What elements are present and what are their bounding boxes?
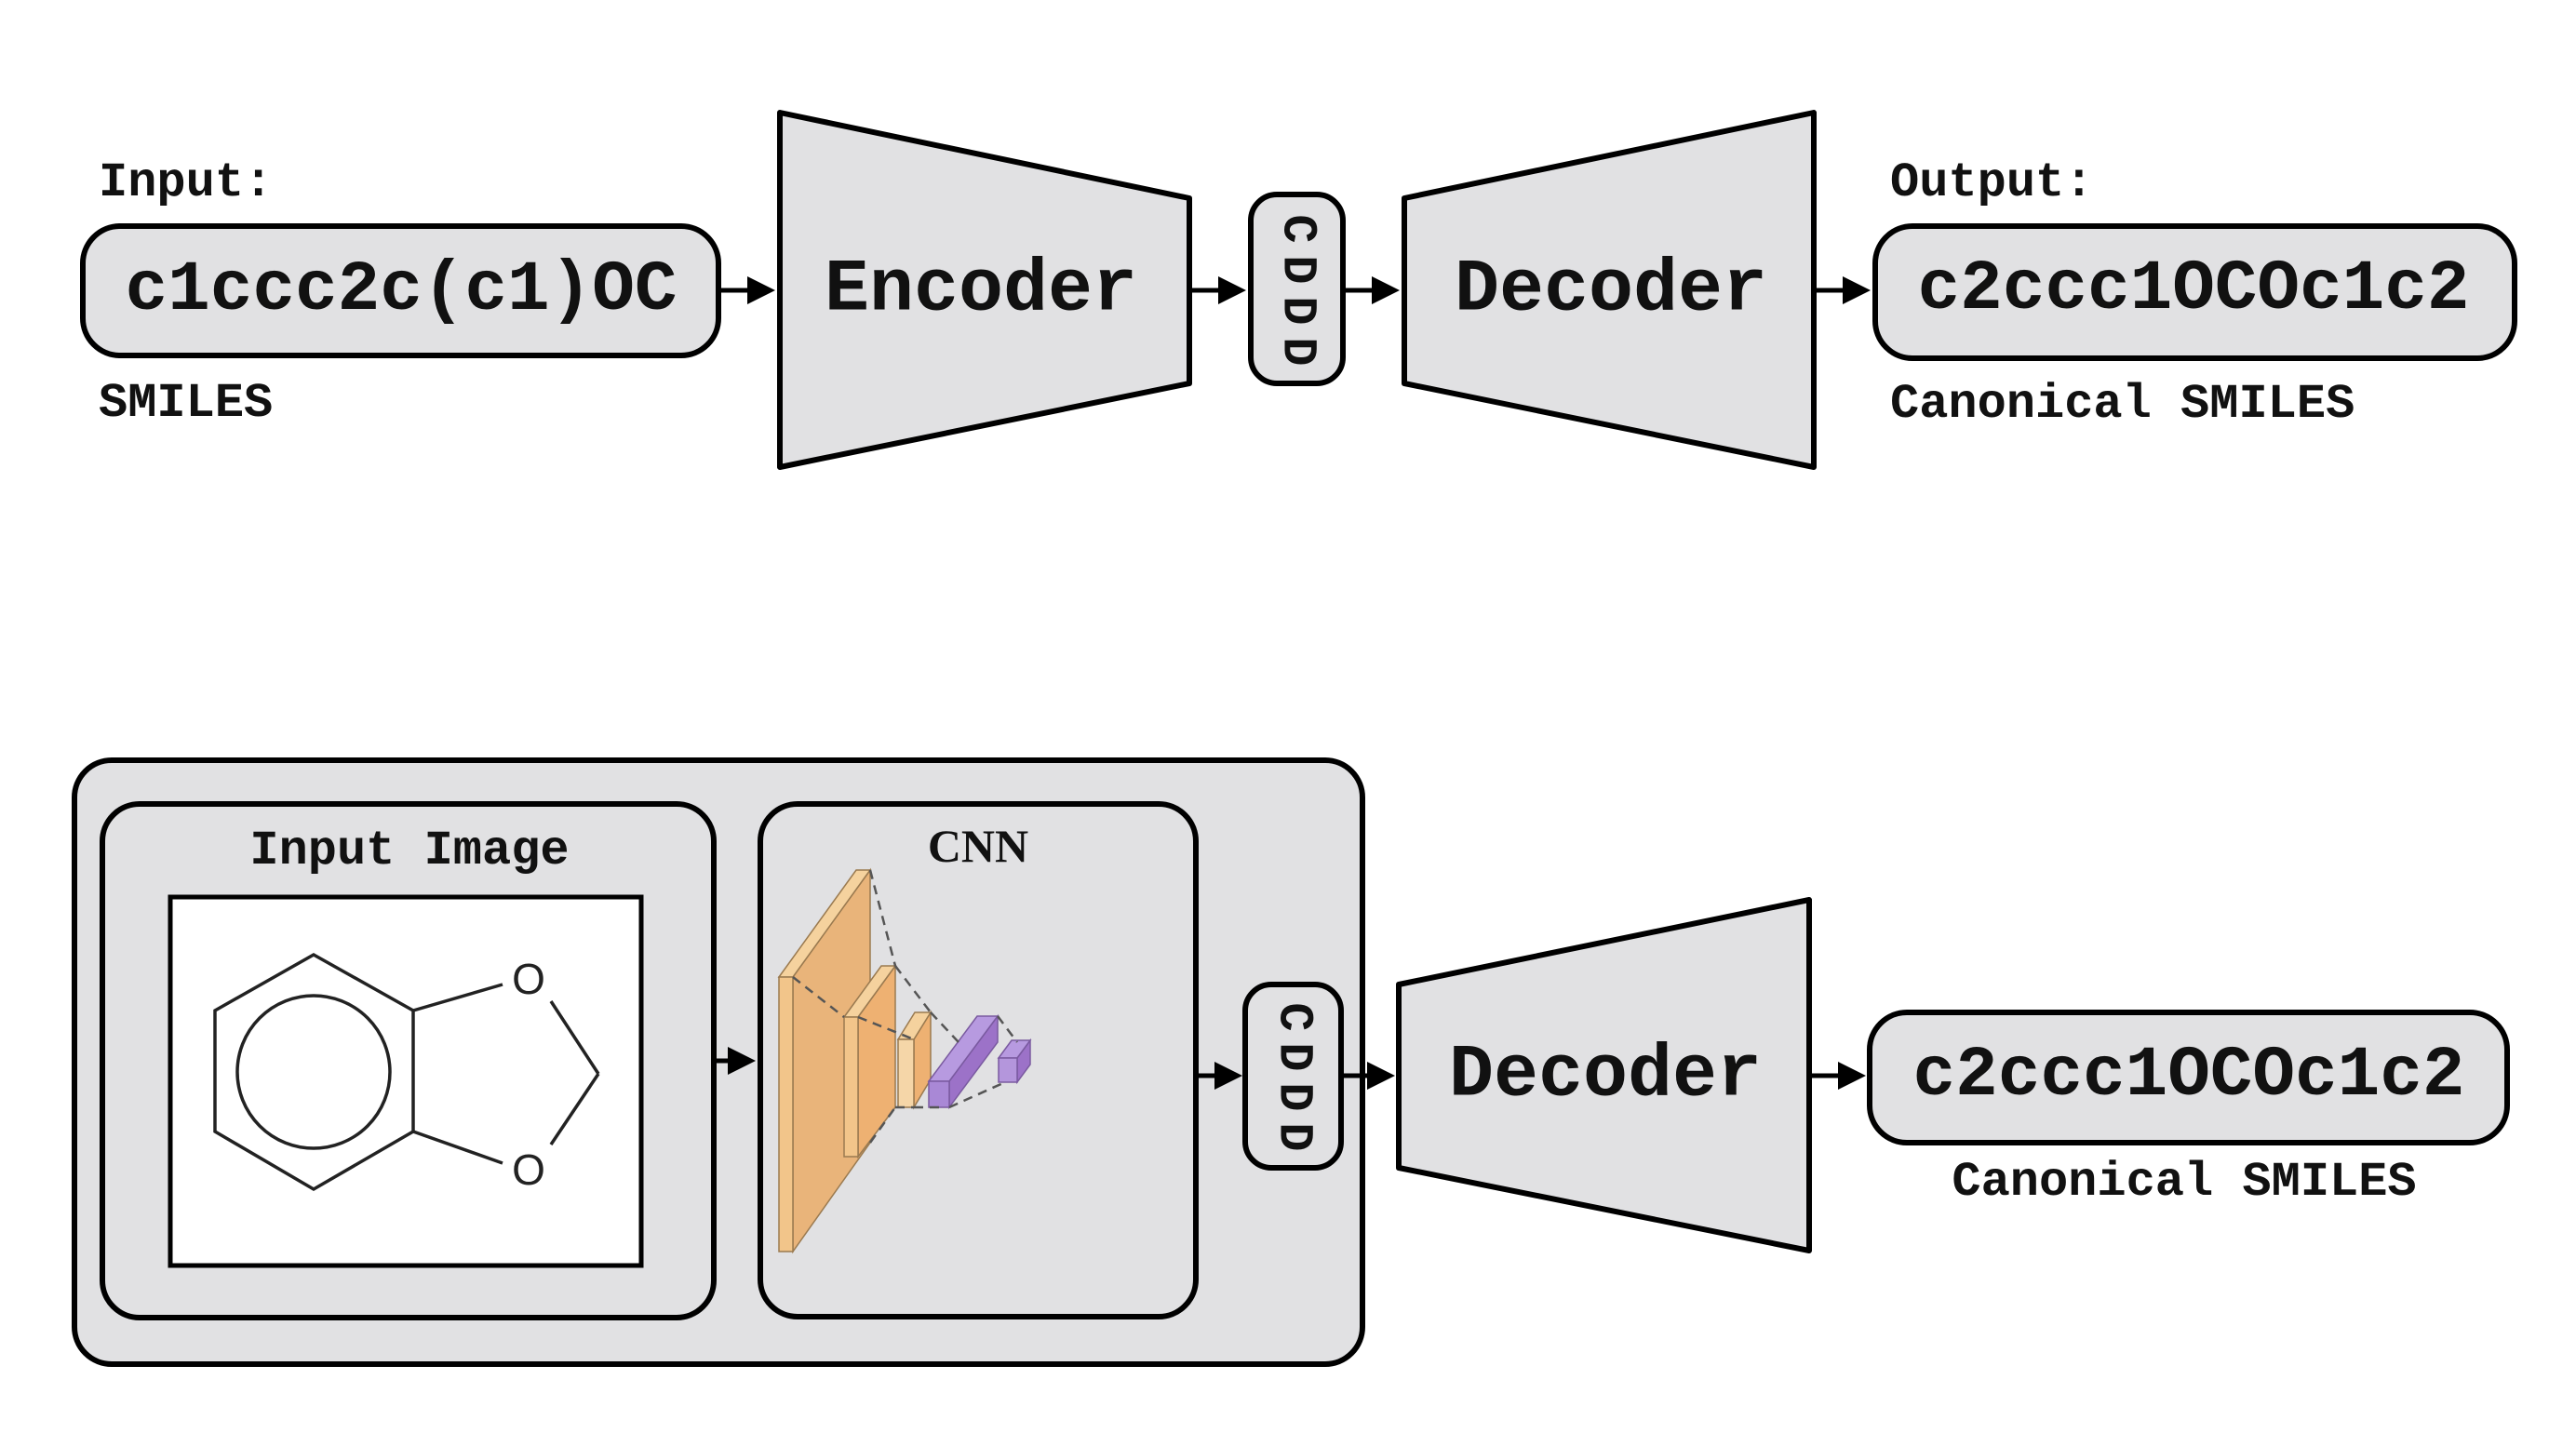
- cddd-letter: D: [1270, 337, 1325, 366]
- output-caption: Canonical SMILES: [1952, 1155, 2416, 1210]
- decoder-block: [1402, 110, 1817, 470]
- oxygen-atom-top: O: [512, 955, 545, 1003]
- cddd-letter: D: [1267, 1082, 1322, 1111]
- input-label: Input:: [99, 155, 273, 210]
- molecule-structure: [213, 952, 600, 1192]
- encoder-block: [777, 110, 1192, 470]
- input-caption: SMILES: [99, 376, 273, 431]
- input-smiles: c1ccc2c(c1)OC: [126, 250, 678, 330]
- molecule-image: [168, 894, 644, 1268]
- bottom-pipeline: Input Image O O CNN: [72, 757, 2510, 1367]
- cnn-title: CNN: [928, 820, 1028, 872]
- cddd-letter: C: [1270, 214, 1325, 243]
- cddd-letter: D: [1270, 296, 1325, 325]
- cddd-letter: D: [1267, 1122, 1322, 1151]
- decoder-label: Decoder: [1449, 1034, 1762, 1118]
- cddd-letter: D: [1267, 1042, 1322, 1071]
- decoder-block: [1396, 897, 1812, 1253]
- oxygen-atom-bottom: O: [512, 1145, 545, 1194]
- output-smiles-box: [1867, 1010, 2510, 1145]
- output-smiles-box: [1872, 223, 2517, 361]
- output-smiles: c2ccc1OCOc1c2: [1918, 249, 2470, 329]
- decoder-label: Decoder: [1455, 248, 1767, 333]
- input-image-title: Input Image: [249, 824, 569, 878]
- output-caption: Canonical SMILES: [1890, 377, 2355, 432]
- cddd-letter: C: [1267, 1002, 1322, 1031]
- output-smiles: c2ccc1OCOc1c2: [1913, 1036, 2465, 1116]
- encoder-label: Encoder: [825, 248, 1137, 333]
- cddd-letter: D: [1270, 255, 1325, 284]
- cddd-label: C D D D: [1267, 1002, 1322, 1151]
- top-pipeline: Input: c1ccc2c(c1)OC SMILES Encoder C D …: [80, 110, 2517, 470]
- cddd-label: C D D D: [1270, 214, 1325, 366]
- output-label: Output:: [1890, 155, 2093, 210]
- cnn-illustration: [777, 867, 1032, 1254]
- aromatic-circle: [235, 994, 392, 1150]
- conv-layer-front: [778, 976, 794, 1252]
- cnn-connections: [792, 869, 1018, 1144]
